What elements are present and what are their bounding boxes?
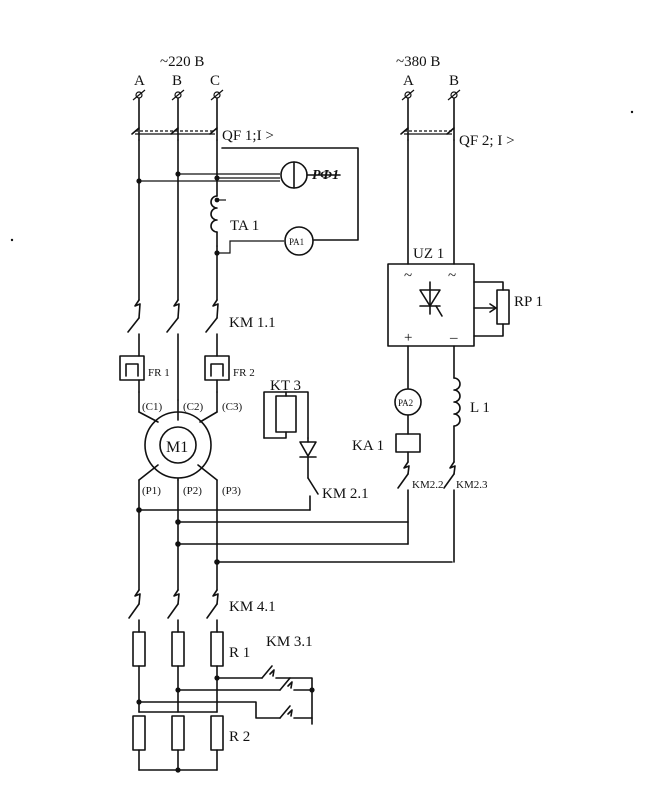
km3-1-label: KM 3.1 <box>266 634 313 650</box>
r2-label: R 2 <box>229 729 250 745</box>
potentiometer-rp1 <box>473 281 510 337</box>
pf1-label: РФ1 <box>312 168 339 183</box>
timer-relay-kt3 <box>263 391 309 439</box>
uz-ac-left: ~ <box>404 268 412 284</box>
km2-2-label: KM2.2 <box>412 479 443 491</box>
uz-ac-right: ~ <box>448 268 456 284</box>
current-transformer-ta1 <box>210 195 314 256</box>
pa1-label: PA1 <box>289 237 304 247</box>
p2-label: (P2) <box>183 485 202 497</box>
rotor-lines <box>136 479 453 591</box>
p1-label: (P1) <box>142 485 161 497</box>
contact-km2-2 <box>397 461 410 545</box>
r1-label: R 1 <box>229 645 250 661</box>
m1-label: M1 <box>166 439 188 456</box>
right-phase-a-label: A <box>403 73 414 89</box>
relay-ka1 <box>395 433 421 463</box>
resistor-r1 <box>132 631 224 713</box>
contact-km2-1 <box>307 477 319 511</box>
phase-b-label: B <box>172 73 182 89</box>
c1-label: (C1) <box>142 401 163 413</box>
km2-1-label: KM 2.1 <box>322 486 369 502</box>
rp1-label: RP 1 <box>514 294 543 310</box>
ammeter-pa2 <box>394 388 422 435</box>
c3-label: (C3) <box>222 401 243 413</box>
uz-plus: + <box>404 330 412 346</box>
c2-label: (C2) <box>183 401 204 413</box>
ka1-label: KA 1 <box>352 438 384 454</box>
phase-lines-top <box>138 97 218 129</box>
phase-a-label: A <box>134 73 145 89</box>
right-terminals <box>401 89 461 129</box>
supply-380-label: ~380 В <box>396 54 440 70</box>
ta1-label: TA 1 <box>230 218 259 234</box>
p3-label: (P3) <box>222 485 241 497</box>
fr1-label: FR 1 <box>148 367 170 379</box>
phase-meter-pf1 <box>136 147 359 241</box>
supply-220-label: ~220 В <box>160 54 204 70</box>
contactor-km1-1 <box>127 299 219 401</box>
diode <box>299 437 317 479</box>
contactor-km3-1 <box>138 665 315 725</box>
contact-km2-3 <box>443 461 456 563</box>
thermal-relay-fr1 <box>119 355 145 393</box>
uz-minus: – <box>449 330 458 346</box>
phase-c-label: C <box>210 73 220 89</box>
contactor-km4-1 <box>128 589 219 633</box>
breaker-qf2 <box>400 127 455 265</box>
stray-mark <box>10 238 14 242</box>
converter-uz1 <box>387 263 475 389</box>
pa2-label: PA2 <box>398 398 413 408</box>
thermal-relay-fr2 <box>204 355 230 393</box>
uz1-label: UZ 1 <box>413 246 444 262</box>
motor-m1 <box>138 391 218 481</box>
km2-3-label: KM2.3 <box>456 479 488 491</box>
phase-lines-mid <box>138 139 218 301</box>
breaker-qf1 <box>131 127 218 141</box>
stray-mark-2 <box>630 110 634 114</box>
kt3-label: KT 3 <box>270 378 301 394</box>
qf2-label: QF 2; I > <box>459 133 515 149</box>
km1-1-label: KM 1.1 <box>229 315 276 331</box>
right-phase-b-label: B <box>449 73 459 89</box>
qf1-label: QF 1;I > <box>222 128 274 144</box>
inductor-l1 <box>453 377 461 463</box>
fr2-label: FR 2 <box>233 367 255 379</box>
l1-label: L 1 <box>470 400 490 416</box>
resistor-r2 <box>132 711 224 773</box>
km4-1-label: KM 4.1 <box>229 599 276 615</box>
